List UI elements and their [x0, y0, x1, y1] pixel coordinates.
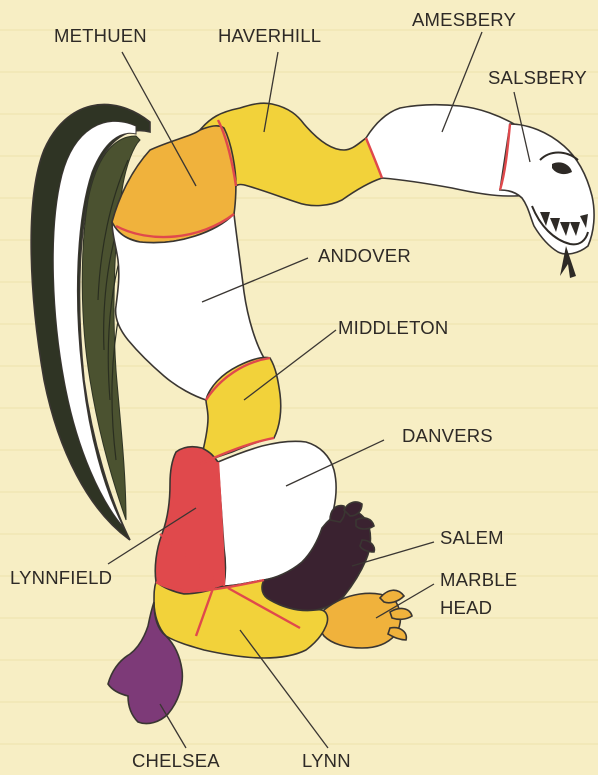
label-salsbery: SALSBERY — [488, 67, 587, 88]
label-lynnfield: LYNNFIELD — [10, 567, 112, 588]
label-andover: ANDOVER — [318, 245, 411, 266]
label-amesbery: AMESBERY — [412, 9, 516, 30]
label-marblehead-line1: MARBLE — [440, 569, 517, 590]
label-haverhill: HAVERHILL — [218, 25, 321, 46]
label-chelsea: CHELSEA — [132, 750, 220, 771]
label-danvers: DANVERS — [402, 425, 493, 446]
label-lynn: LYNN — [302, 750, 351, 771]
label-methuen: METHUEN — [54, 25, 147, 46]
label-middleton: MIDDLETON — [338, 317, 448, 338]
label-marblehead-line2: HEAD — [440, 597, 492, 618]
label-salem: SALEM — [440, 527, 504, 548]
